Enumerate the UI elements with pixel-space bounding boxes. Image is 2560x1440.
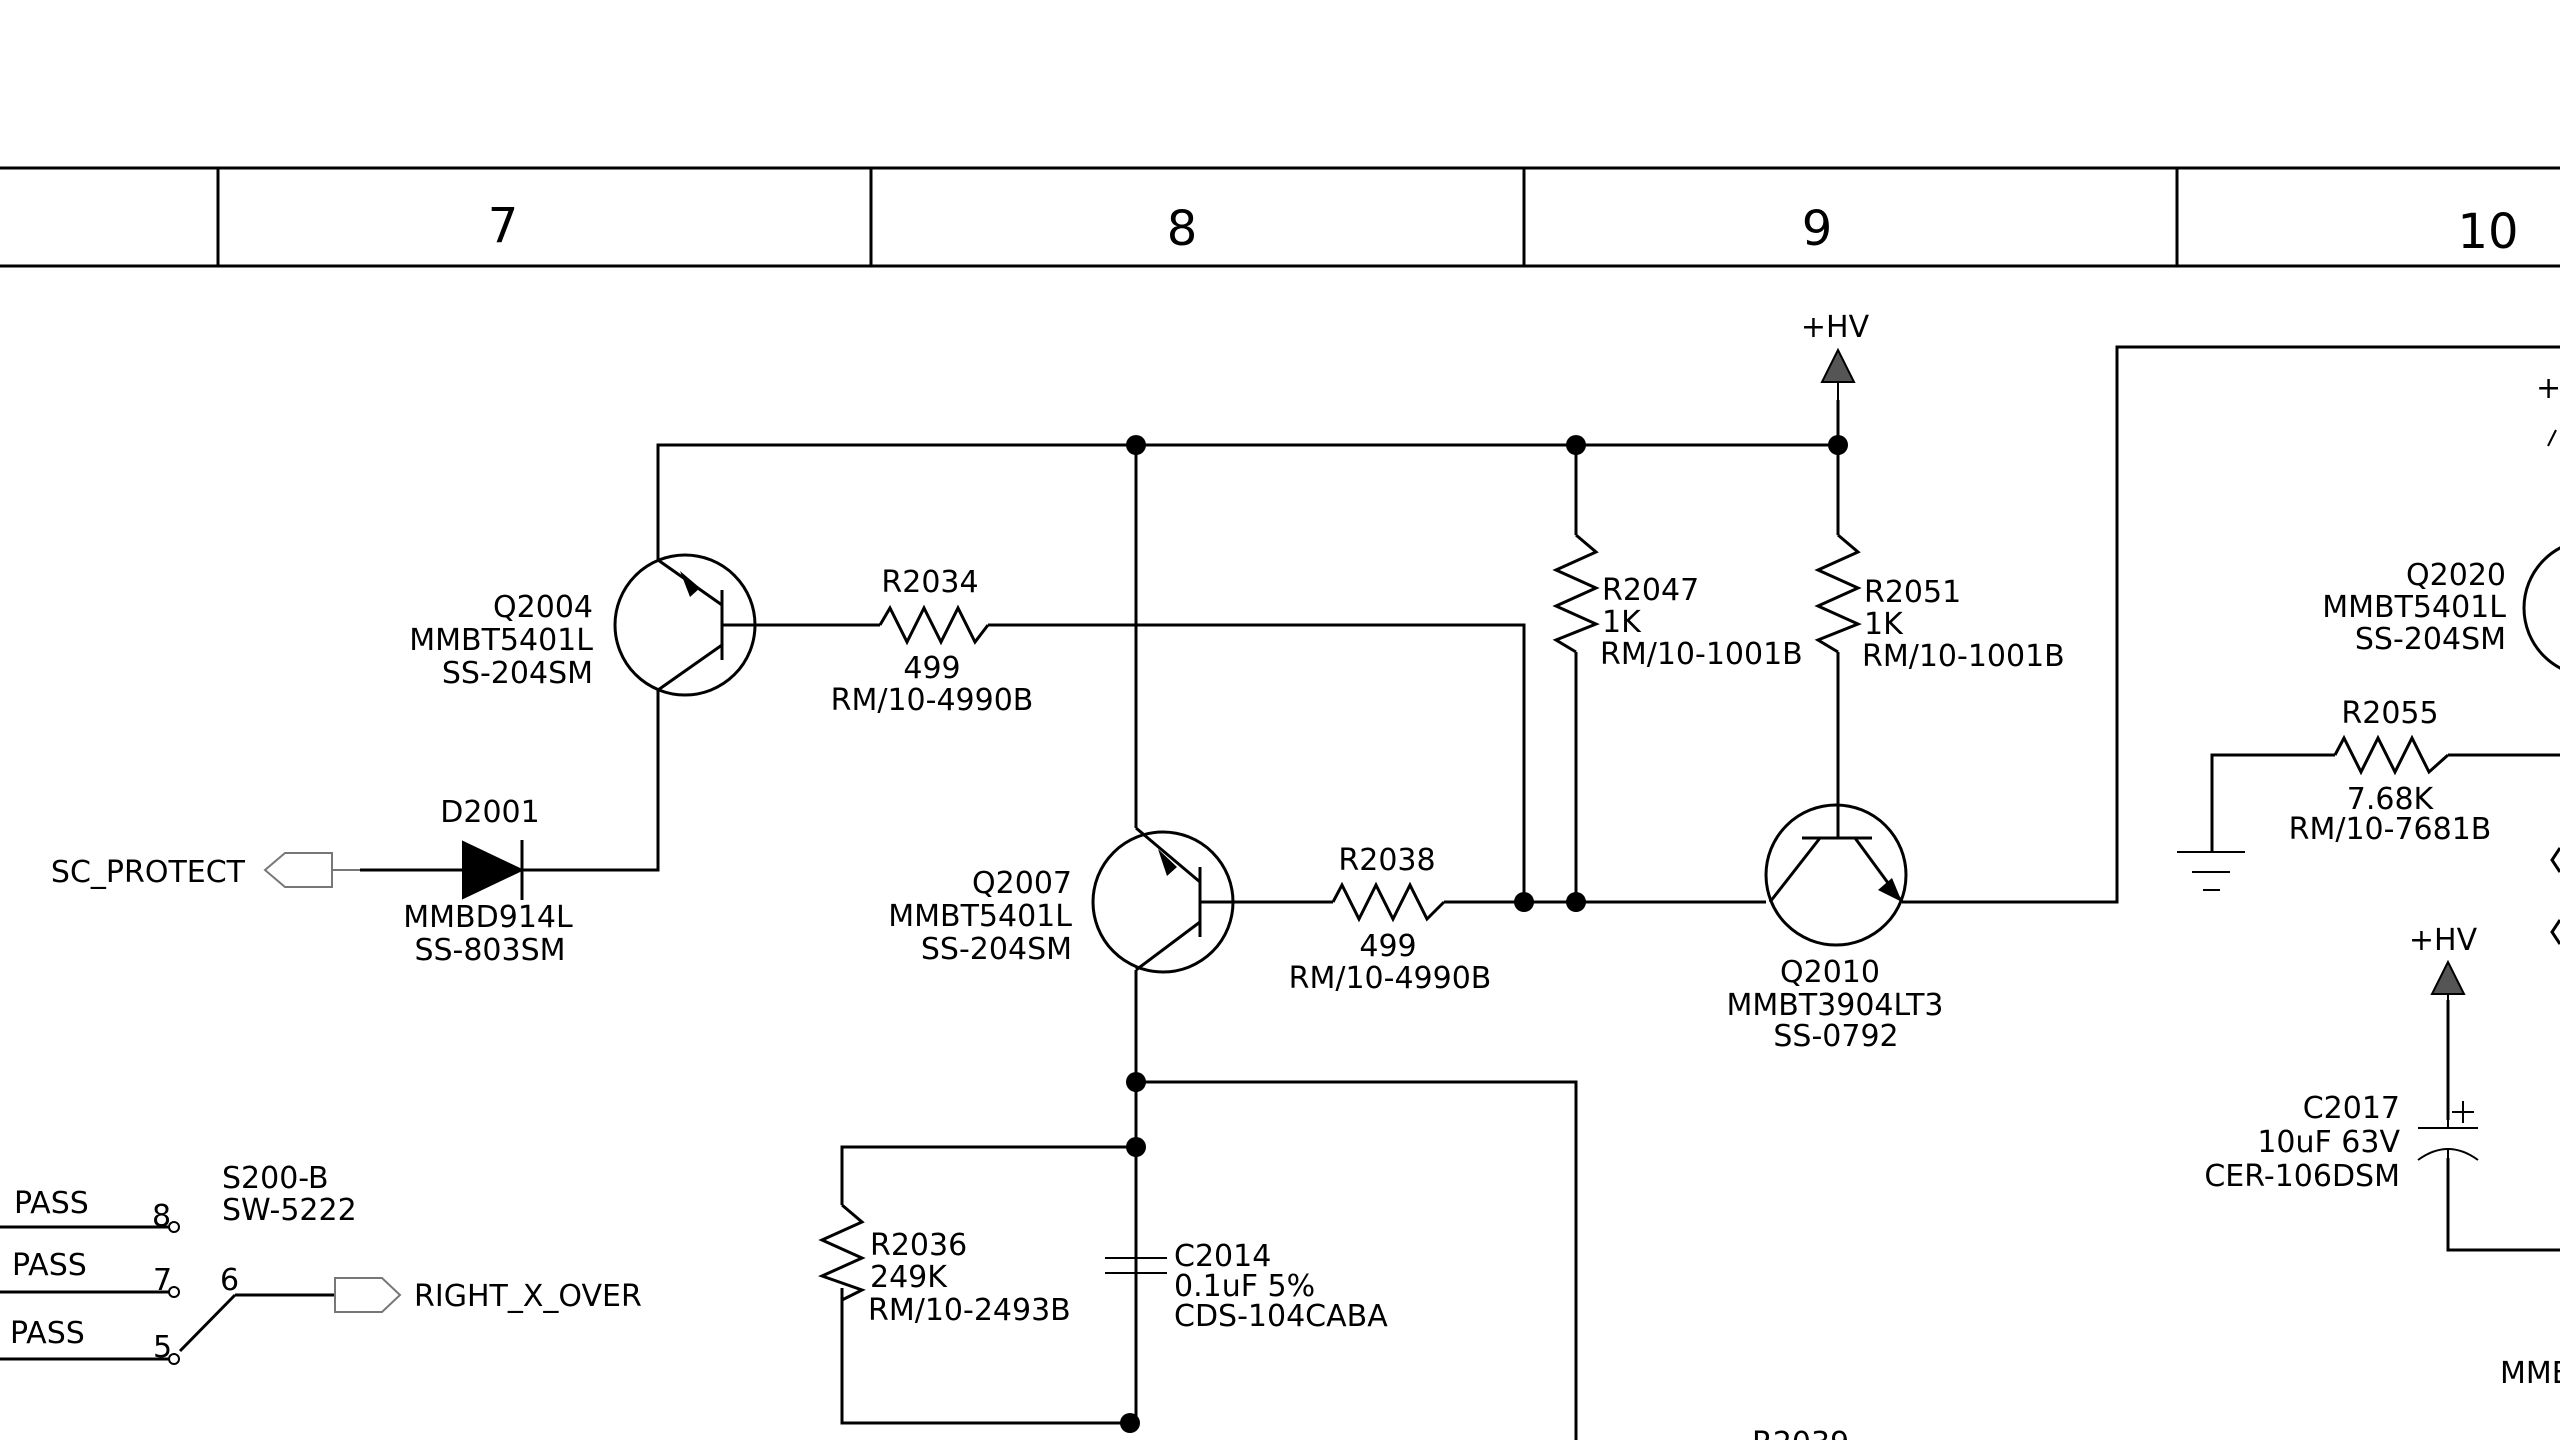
net-port-sc-protect: SC_PROTECT (51, 852, 360, 890)
capacitor-c2017: C2017 10uF 63V CER-106DSM (2204, 1091, 2479, 1194)
resistor-r2036: R2036 249K RM/10-2493B (817, 1203, 1071, 1328)
c2017-ref: C2017 (2303, 1091, 2400, 1126)
hv-rail-label-3: + (2536, 371, 2560, 406)
switch-position-label-3: PASS (10, 1316, 85, 1351)
transistor-q2007: Q2007 MMBT5401L SS-204SM (888, 826, 1235, 974)
r2051-code: RM/10-1001B (1862, 639, 2065, 674)
r2038-value: 499 (1359, 929, 1416, 964)
r2051-ref: R2051 (1864, 575, 1961, 610)
q2004-ref: Q2004 (493, 590, 593, 625)
q2010-part: MMBT3904LT3 (1726, 988, 1943, 1023)
q2020-part: MMBT5401L (2322, 590, 2506, 625)
switch-pin-2: 7 (153, 1263, 172, 1298)
c2014-value: 0.1uF 5% (1174, 1269, 1315, 1304)
zone-header: 7 8 9 10 (0, 166, 2560, 268)
d2001-code: SS-803SM (414, 933, 565, 968)
d2001-ref: D2001 (440, 795, 539, 830)
wires (0, 345, 2560, 1440)
q2010-ref: Q2010 (1780, 955, 1880, 990)
c2017-code: CER-106DSM (2204, 1159, 2400, 1194)
zone-label-8: 8 (1167, 201, 1198, 257)
r2036-code: RM/10-2493B (868, 1293, 1071, 1328)
transistor-q2010: Q2010 MMBT3904LT3 SS-0792 (1726, 803, 1944, 1054)
r2034-value: 499 (903, 651, 960, 686)
r2055-ref: R2055 (2341, 696, 2438, 731)
hv-rail-symbol-2: +HV (2409, 923, 2478, 1000)
resistor-r2051: R2051 1K RM/10-1001B (1814, 533, 2065, 674)
switch-pin-1: 8 (152, 1199, 171, 1234)
q2007-code: SS-204SM (921, 932, 1072, 967)
capacitor-c2014: C2014 0.1uF 5% CDS-104CABA (1105, 1239, 1388, 1334)
r2055-value: 7.68K (2347, 782, 2435, 817)
r2038-ref: R2038 (1338, 843, 1435, 878)
r2034-ref: R2034 (881, 565, 978, 600)
hv-rail-label-1: +HV (1801, 310, 1870, 345)
q2004-part: MMBT5401L (409, 623, 593, 658)
sc-protect-label: SC_PROTECT (51, 855, 246, 890)
switch-ref: S200-B (222, 1161, 329, 1196)
r2055-code: RM/10-7681B (2289, 812, 2492, 847)
r2047-ref: R2047 (1602, 573, 1699, 608)
right-x-over-label: RIGHT_X_OVER (414, 1279, 642, 1314)
transistor-q2020: Q2020 MMBT5401L SS-204SM (2322, 546, 2560, 670)
net-port-right-x-over: RIGHT_X_OVER (334, 1277, 642, 1314)
c2014-code: CDS-104CABA (1174, 1299, 1388, 1334)
switch-common-pin: 6 (220, 1263, 239, 1298)
partial-label-bottom-right: MMB (2500, 1356, 2560, 1391)
partial-labels: R2039 MMB (1752, 1356, 2560, 1440)
q2020-code: SS-204SM (2355, 622, 2506, 657)
c2014-ref: C2014 (1174, 1239, 1271, 1274)
hv-rail-symbol-3: + (2536, 371, 2560, 447)
junctions (1120, 435, 1848, 1433)
r2047-code: RM/10-1001B (1600, 637, 1803, 672)
switch-part: SW-5222 (222, 1193, 357, 1228)
r2038-code: RM/10-4990B (1289, 961, 1492, 996)
resistor-r2034: R2034 499 RM/10-4990B (831, 565, 1034, 718)
q2020-ref: Q2020 (2406, 558, 2506, 593)
resistor-r2055: R2055 7.68K RM/10-7681B (2289, 696, 2560, 945)
switch-position-label-1: PASS (14, 1186, 89, 1221)
r2036-value: 249K (870, 1260, 948, 1295)
q2007-part: MMBT5401L (888, 899, 1072, 934)
r2051-value: 1K (1864, 607, 1904, 642)
c2017-value: 10uF 63V (2257, 1125, 2400, 1160)
zone-label-9: 9 (1802, 201, 1833, 257)
zone-label-7: 7 (488, 198, 519, 254)
transistor-q2004: Q2004 MMBT5401L SS-204SM (409, 553, 757, 697)
r2047-value: 1K (1602, 605, 1642, 640)
diode-d2001: D2001 MMBD914L SS-803SM (403, 795, 573, 968)
switch-s200b: S200-B SW-5222 PASS 8 PASS 7 PASS 5 6 (10, 1161, 357, 1365)
partial-label-bottom-center: R2039 (1752, 1426, 1849, 1440)
zone-label-10: 10 (2457, 204, 2518, 260)
hv-rail-symbol-1: +HV (1801, 310, 1870, 400)
r2034-code: RM/10-4990B (831, 683, 1034, 718)
r2036-ref: R2036 (870, 1228, 967, 1263)
q2010-code: SS-0792 (1773, 1019, 1898, 1054)
q2004-code: SS-204SM (442, 656, 593, 691)
d2001-part: MMBD914L (403, 900, 573, 935)
hv-rail-label-2: +HV (2409, 923, 2478, 958)
switch-pin-3: 5 (153, 1330, 172, 1365)
switch-position-label-2: PASS (12, 1248, 87, 1283)
resistor-r2047: R2047 1K RM/10-1001B (1552, 533, 1803, 672)
resistor-r2038: R2038 499 RM/10-4990B (1289, 843, 1492, 996)
q2007-ref: Q2007 (972, 866, 1072, 901)
